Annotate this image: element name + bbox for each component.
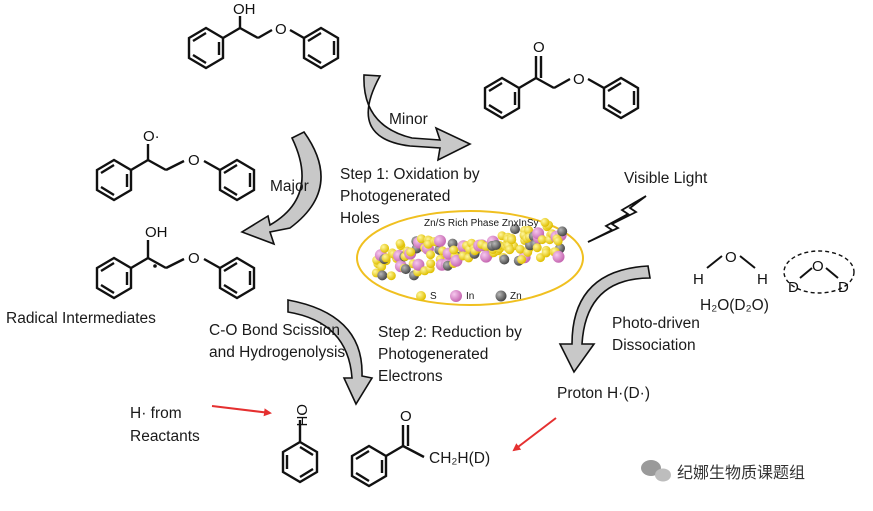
photo-dissociation-curved-arrow	[558, 265, 651, 374]
lattice-atom	[540, 217, 550, 227]
water-o: O	[725, 249, 737, 266]
lattice-atom	[515, 244, 525, 254]
lattice-atom	[406, 247, 416, 257]
legend-zn-label: Zn	[510, 291, 522, 302]
proton-label: Proton H·(D·)	[557, 385, 651, 402]
co-bond-line1: C-O Bond Scission	[209, 322, 340, 339]
lattice-atom	[505, 245, 515, 255]
legend-s-sphere	[416, 291, 426, 301]
minor-label: Minor	[389, 111, 428, 128]
lattice-atom	[434, 234, 446, 247]
water-formula-label: H₂O(D₂O)	[700, 297, 769, 314]
h-from-line1: H· from	[130, 405, 182, 422]
red-arrow-h-from-reactants	[211, 405, 272, 417]
catalyst-crystal	[371, 217, 568, 281]
molecule-acetophenone	[350, 425, 425, 488]
step1-line1: Step 1: Oxidation by	[340, 166, 480, 183]
step2-line1: Step 2: Reduction by	[378, 324, 522, 341]
ether-o-label: O	[275, 21, 287, 38]
lattice-atom	[499, 254, 510, 265]
o-radical-label: O·	[143, 128, 160, 145]
lattice-atom	[381, 253, 391, 263]
h-from-line2: Reactants	[130, 428, 200, 445]
radical-dot	[153, 264, 157, 268]
wechat-icon	[641, 460, 671, 482]
oh-label: OH	[233, 1, 256, 18]
lattice-atom	[426, 259, 436, 269]
molecule-phenoxy-phenylethanol	[187, 16, 340, 70]
legend-in-label: In	[466, 291, 475, 302]
lightning-bolt-icon	[587, 195, 647, 243]
molecule-carbon-radical	[95, 240, 256, 300]
lattice-atom	[426, 250, 435, 260]
step2-line2: Photogenerated	[378, 346, 489, 363]
step2-curved-arrow	[287, 299, 374, 406]
water-h-right: H	[757, 271, 768, 288]
lattice-atom	[491, 240, 501, 250]
lattice-atom	[553, 236, 563, 246]
legend-zn-sphere	[495, 290, 507, 302]
d2o-molecule	[799, 267, 839, 279]
major-label: Major	[270, 178, 309, 195]
co-bond-line2: and Hydrogenolysis	[209, 344, 346, 361]
ether-o-label-4: O	[188, 250, 200, 267]
lattice-atom	[510, 224, 520, 235]
major-curved-arrow	[240, 130, 322, 246]
lattice-atom	[386, 271, 396, 281]
phenol-oh-label: OH	[293, 404, 310, 427]
lattice-atom	[557, 226, 568, 237]
legend-s-label: S	[430, 291, 437, 302]
ch2hd-label: CH₂H(D)	[429, 450, 491, 467]
lattice-atom	[395, 239, 405, 248]
water-h-left: H	[693, 271, 704, 288]
lattice-atom	[480, 250, 493, 263]
lattice-atom	[552, 250, 565, 263]
lattice-atom	[400, 264, 411, 275]
radical-intermediates-label: Radical Intermediates	[6, 310, 156, 327]
lattice-atom	[377, 270, 388, 281]
ether-o-label-2: O	[573, 71, 585, 88]
d2o-d-left: D	[788, 279, 799, 296]
step1-line2: Photogenerated	[340, 188, 451, 205]
step2-line3: Electrons	[378, 368, 443, 385]
molecule-phenoxyacetophenone	[483, 56, 640, 120]
lattice-atom	[449, 245, 459, 255]
d2o-dashed-ellipse	[783, 250, 855, 294]
lattice-atom	[541, 248, 551, 258]
step1-line3: Holes	[340, 210, 380, 227]
ether-o-label-3: O	[188, 152, 200, 169]
red-arrow-proton	[512, 417, 557, 452]
lattice-atom	[517, 255, 527, 264]
oh-label-radical: OH	[145, 224, 168, 241]
lattice-atom	[416, 234, 426, 244]
lattice-atom	[537, 235, 547, 245]
molecule-alkoxy-radical	[95, 144, 256, 202]
lattice-atom	[532, 243, 542, 253]
d2o-d-right: D	[838, 279, 849, 296]
catalyst-title: Zn/S Rich Phase ZnxInSy	[424, 218, 539, 229]
molecule-phenol	[281, 420, 319, 484]
d2o-o: O	[812, 258, 824, 275]
lattice-atom	[380, 243, 390, 253]
lattice-atom	[507, 235, 517, 245]
visible-light-label: Visible Light	[624, 170, 708, 187]
photo-driven-line2: Dissociation	[612, 337, 696, 354]
minor-curved-arrow	[363, 74, 472, 162]
watermark-text: 纪娜生物质课题组	[677, 463, 806, 482]
water-molecule	[706, 255, 756, 269]
legend-in-sphere	[450, 290, 462, 302]
acetophenone-o-label: O	[400, 408, 412, 425]
ketone-o-label: O	[533, 39, 545, 56]
photo-driven-line1: Photo-driven	[612, 315, 700, 332]
